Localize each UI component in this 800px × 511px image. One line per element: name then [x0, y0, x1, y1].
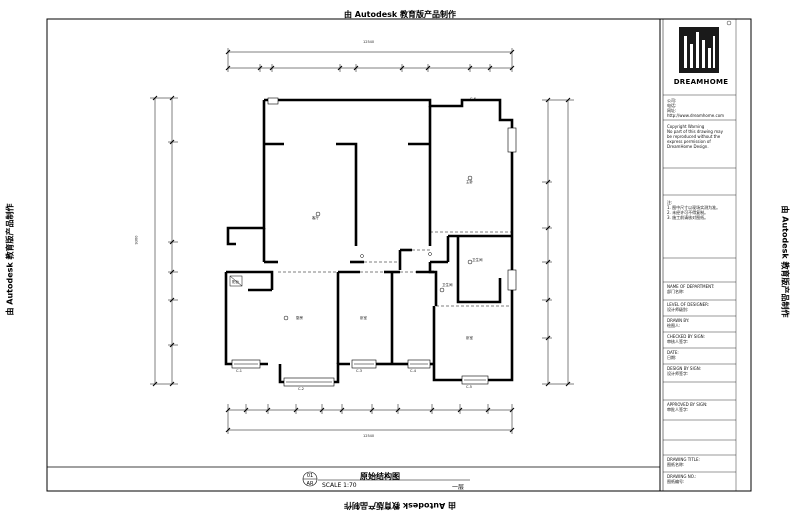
- field-date: DATE: 日期:: [667, 350, 733, 360]
- note-line: 注:: [667, 200, 673, 205]
- dreamhome-logo-icon: [679, 27, 719, 73]
- field-label-en: LEVEL OF DESIGNER:: [667, 302, 710, 307]
- field-department: NAME OF DEPARTMENT: 部门名称:: [667, 284, 733, 294]
- field-label-cn: 图纸编号:: [667, 479, 685, 484]
- floor-label: 一层: [452, 484, 465, 491]
- window-tag: C-2: [298, 387, 304, 391]
- field-label-cn: 日期:: [667, 355, 677, 360]
- copyright-line: express permission of: [667, 139, 711, 144]
- dimension-ticks-left: [152, 95, 175, 387]
- room-label-bedroom-1: 卧室: [360, 316, 367, 320]
- field-label-en: DRAWN BY:: [667, 318, 690, 323]
- field-label-cn: 审批人签字:: [667, 407, 689, 412]
- field-approved-by: APPROVED BY SIGN: 审批人签字:: [667, 402, 733, 412]
- field-label-en: DRAWING TITLE:: [667, 457, 700, 462]
- note-line: 2. 未经许可不得复制。: [667, 210, 709, 215]
- registered-mark-icon: [726, 20, 732, 26]
- company-line: 电话:: [667, 103, 677, 108]
- brand-name: DREAMHOME: [673, 78, 729, 86]
- field-label-cn: 设计师级别:: [667, 307, 689, 312]
- windows: [231, 97, 517, 387]
- openings-dashed: [278, 231, 512, 307]
- dimension-ticks-bottom: [225, 407, 515, 433]
- plot-stamp-right: 由 Autodesk 教育版产品制作: [780, 205, 790, 318]
- fixtures: [229, 175, 473, 321]
- company-line: 网址: http://www.dreamhome.com: [667, 108, 725, 118]
- overall-dimension-top: 12540: [363, 40, 375, 44]
- field-label-cn: 部门名称:: [667, 289, 685, 294]
- walls: [224, 98, 514, 384]
- copyright-warning: Copyright Warning No part of this drawin…: [667, 124, 733, 149]
- field-designer-level: LEVEL OF DESIGNER: 设计师级别:: [667, 302, 733, 312]
- field-label-en: DATE:: [667, 350, 679, 355]
- dimension-lines-bottom: [227, 404, 513, 434]
- window-tag: C-3: [356, 369, 362, 373]
- room-label-living: 客厅: [312, 216, 319, 220]
- window-tag: C-4: [410, 369, 416, 373]
- drawing-title: 原始结构图: [360, 472, 400, 481]
- field-drawing-title: DRAWING TITLE: 图纸名称:: [667, 457, 733, 467]
- titleblock-grid: [663, 19, 737, 491]
- field-drawing-no: DRAWING NO.: 图纸编号:: [667, 474, 733, 484]
- dimension-lines-right: [542, 99, 574, 385]
- field-label-en: APPROVED BY SIGN:: [667, 402, 708, 407]
- dimension-ticks-top: [225, 49, 515, 71]
- field-label-en: NAME OF DEPARTMENT:: [667, 284, 715, 289]
- window-tag: C-5: [466, 385, 472, 389]
- plot-stamp-bottom: 由 Autodesk 教育版产品制作: [344, 501, 457, 510]
- plot-stamp-top: 由 Autodesk 教育版产品制作: [343, 10, 456, 19]
- field-label-cn: 绘图人:: [667, 323, 681, 328]
- copyright-line: DreamHome Design.: [667, 144, 709, 149]
- field-design-by: DESIGN BY SIGN: 设计师签字:: [667, 366, 733, 376]
- overall-dimension-left: 9360: [134, 235, 139, 245]
- field-label-cn: 图纸名称:: [667, 462, 685, 467]
- room-label-balcony: 阳台: [232, 280, 239, 284]
- field-checked-by: CHECKED BY SIGN: 审核人签字:: [667, 334, 733, 344]
- room-label-kitchen: 厨房: [296, 316, 303, 320]
- copyright-line: be reproduced without the: [667, 134, 721, 139]
- field-drawn-by: DRAWN BY: 绘图人:: [667, 318, 733, 328]
- scale-label: SCALE 1:70: [322, 482, 357, 489]
- company-info: 公司: 电话: 网址: http://www.dreamhome.com: [667, 98, 733, 118]
- plot-stamp-left: 由 Autodesk 教育版产品制作: [5, 203, 15, 316]
- room-label-bathroom-2: 卫生间: [442, 283, 453, 287]
- room-label-master-bedroom: 主卧: [466, 180, 473, 184]
- overall-dimension-bottom: 12540: [363, 434, 375, 438]
- field-label-en: DRAWING NO.:: [667, 474, 697, 479]
- dimension-ticks-right: [545, 97, 571, 387]
- copyright-line: No part of this drawing may: [667, 129, 723, 134]
- field-label-cn: 设计师签字:: [667, 371, 689, 376]
- window-tag: C-6: [470, 97, 476, 101]
- room-label-bedroom-2: 卧室: [466, 336, 473, 340]
- company-line: 公司:: [667, 98, 677, 103]
- notes: 注: 1. 图中尺寸以现场实测为准。 2. 未经许可不得复制。 3. 施工前请核…: [667, 200, 733, 220]
- note-line: 1. 图中尺寸以现场实测为准。: [667, 205, 721, 210]
- note-line: 3. 施工前请核对图纸。: [667, 215, 709, 220]
- room-label-bathroom-1: 卫生间: [472, 258, 483, 262]
- window-tag: C-1: [236, 369, 242, 373]
- dimension-lines-left: [150, 97, 178, 385]
- sheet-outer-border: [46, 18, 752, 492]
- field-label-en: CHECKED BY SIGN:: [667, 334, 706, 339]
- drawing-marker-number: 01: [306, 473, 314, 479]
- field-label-en: DESIGN BY SIGN:: [667, 366, 702, 371]
- copyright-line: Copyright Warning: [667, 124, 705, 129]
- field-label-cn: 审核人签字:: [667, 339, 689, 344]
- drawing-marker-sub: AR: [306, 481, 314, 487]
